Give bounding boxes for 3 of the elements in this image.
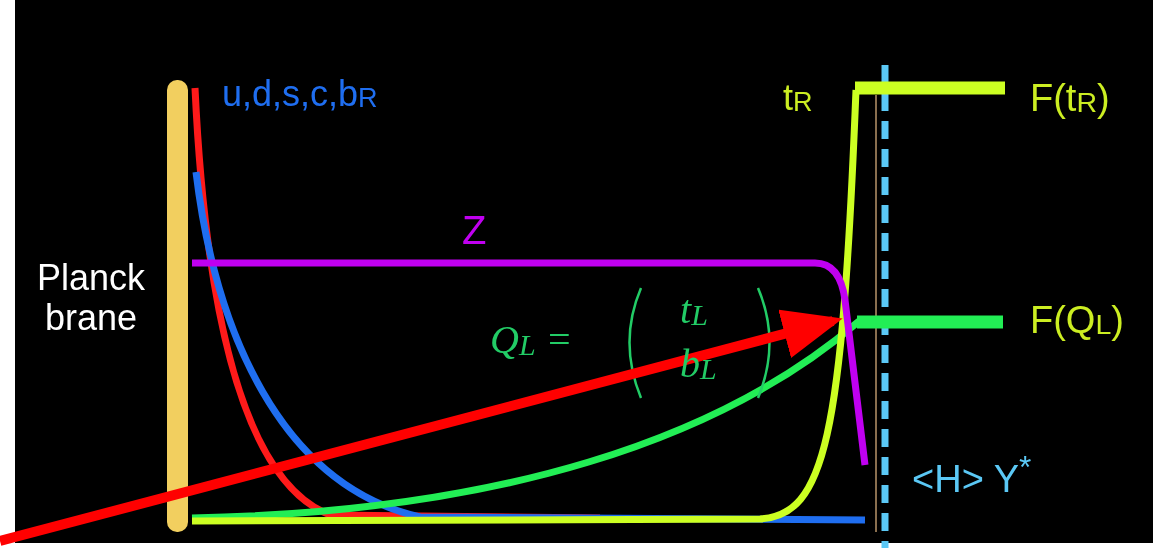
curve-label: Z	[462, 208, 487, 252]
higgs-label: <H> Y$^{*}$	[912, 450, 1032, 501]
brane-label: Planck brane	[35, 258, 147, 338]
